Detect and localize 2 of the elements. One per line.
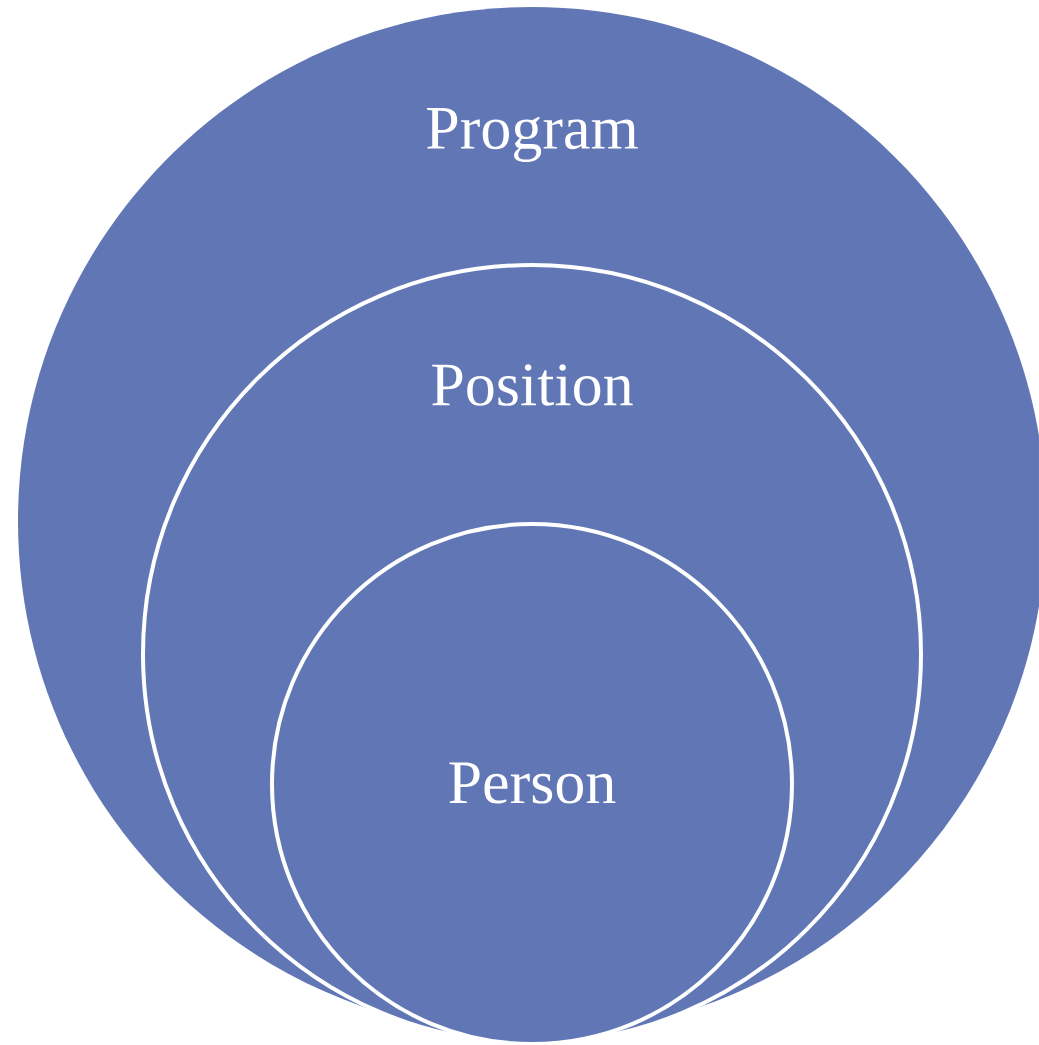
node-label: Person (449, 762, 616, 804)
node-label: Position (432, 364, 633, 406)
